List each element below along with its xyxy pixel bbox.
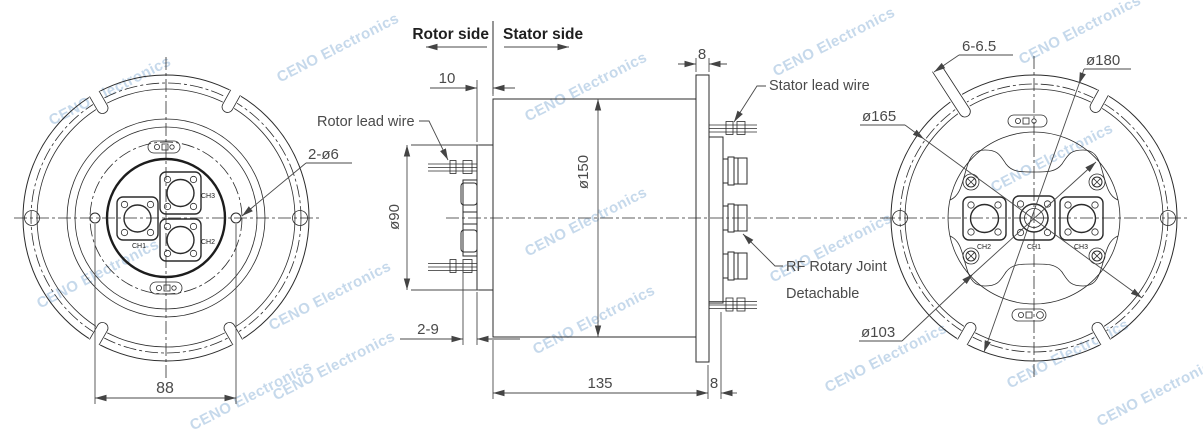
ch3-label: CH3	[201, 193, 215, 200]
rotor-lead-wire-callout: Rotor lead wire	[317, 114, 449, 161]
flange-notch	[223, 322, 245, 347]
watermark-text: CENO Electronics	[46, 53, 174, 129]
watermark-text: CENO Electronics	[988, 120, 1116, 196]
ch2-label: CH2	[977, 244, 991, 251]
watermark-text: CENO Electronics	[522, 49, 650, 125]
marking-tag	[1011, 308, 1047, 322]
rotor-hub-connector	[460, 182, 478, 206]
stator-lead-wire-label: Stator lead wire	[769, 78, 870, 94]
rotor-hub-connector	[460, 229, 478, 253]
rf-rotary-joint-callout: RF Rotary Joint Detachable	[742, 233, 887, 302]
watermark-text: CENO Electronics	[274, 10, 402, 86]
rotor-lead-wires-bottom	[428, 259, 477, 273]
ch1-label: CH1	[132, 243, 146, 250]
watermark-text: CENO Electronics	[530, 282, 658, 358]
dim-2-d6-label: 2-ø6	[308, 146, 339, 163]
dim-8-top: 8	[678, 46, 727, 72]
dim-88: 88	[94, 224, 237, 404]
dim-2-9-label: 2-9	[417, 321, 439, 338]
flange-notch	[87, 322, 109, 347]
dim-10-label: 10	[439, 70, 456, 87]
dim-d90: ø90	[386, 144, 479, 291]
rotor-flange-plate	[476, 144, 494, 291]
dim-d180-label: ø180	[1086, 52, 1120, 69]
watermark-text: CENO Electronics	[266, 258, 394, 334]
left-view-rotor-face: CH1 CH3 CH2 2-ø6	[14, 57, 352, 404]
stator-lead-wire-callout: Stator lead wire	[733, 78, 870, 123]
rotor-lead-wires-top	[428, 160, 477, 174]
rotor-side-header: Rotor side	[412, 26, 489, 43]
rotor-lead-wire-label: Rotor lead wire	[317, 114, 415, 130]
connector-ch3: CH3	[159, 171, 215, 215]
dim-d103-label: ø103	[861, 324, 895, 341]
rf-connector	[722, 251, 748, 281]
stator-lead-wires-bottom	[709, 297, 757, 312]
flange-notch	[87, 89, 109, 114]
dim-8-bottom-label: 8	[710, 375, 718, 392]
dim-88-label: 88	[156, 380, 174, 397]
dim-d150: ø150	[575, 99, 602, 337]
watermark-text: CENO Electronics	[770, 4, 898, 80]
rf-rotary-joint-label-2: Detachable	[786, 286, 859, 302]
dim-6-65: 6-6.5	[933, 38, 1013, 73]
flange-notch	[955, 322, 977, 347]
rf-rotary-joint-label-1: RF Rotary Joint	[786, 259, 887, 275]
dim-d150-label: ø150	[575, 155, 592, 189]
mounting-hole	[230, 212, 242, 224]
watermark-text: CENO Electronics	[1016, 0, 1144, 68]
dim-2-9: 2-9	[400, 259, 520, 345]
ch2-label: CH2	[201, 239, 215, 246]
watermark-text: CENO Electronics	[1094, 354, 1203, 430]
stator-flange-plate	[695, 74, 710, 363]
rf-connector	[722, 156, 748, 186]
connector-ch2: CH2	[159, 218, 215, 262]
dim-8-top-label: 8	[698, 46, 706, 63]
connector-ch1: CH1	[116, 196, 159, 250]
stator-lead-wires-top	[709, 121, 757, 135]
marking-tag	[1007, 114, 1048, 128]
dim-135: 135 8	[492, 312, 737, 399]
right-view-stator-face: CH2 CH1 CH3 ø180 ø165	[859, 38, 1188, 380]
flange-notch	[221, 88, 242, 113]
screw-head	[962, 173, 980, 191]
flange-notch	[1091, 322, 1113, 347]
connector-ch2: CH2	[962, 196, 1007, 251]
middle-view-section: Rotor side Stator side	[317, 21, 888, 399]
dim-d103: ø103	[859, 161, 1097, 342]
dim-2-d6: 2-ø6	[241, 146, 352, 217]
stator-side-header: Stator side	[503, 26, 583, 43]
dim-d90-label: ø90	[386, 204, 403, 230]
dim-d165-label: ø165	[862, 108, 896, 125]
watermark-text: CENO Electronics	[1004, 316, 1132, 392]
dim-135-label: 135	[587, 375, 612, 392]
mounting-hole	[89, 212, 101, 224]
screw-head	[1088, 173, 1106, 191]
flange-notch	[1089, 88, 1110, 113]
stator-housing	[708, 136, 724, 304]
dim-10: 10	[430, 70, 515, 142]
dim-6-65-label: 6-6.5	[962, 38, 996, 55]
marking-tag	[147, 140, 181, 154]
keyway-slot-6-65	[930, 63, 971, 118]
watermark-text: CENO Electronics	[522, 184, 650, 260]
